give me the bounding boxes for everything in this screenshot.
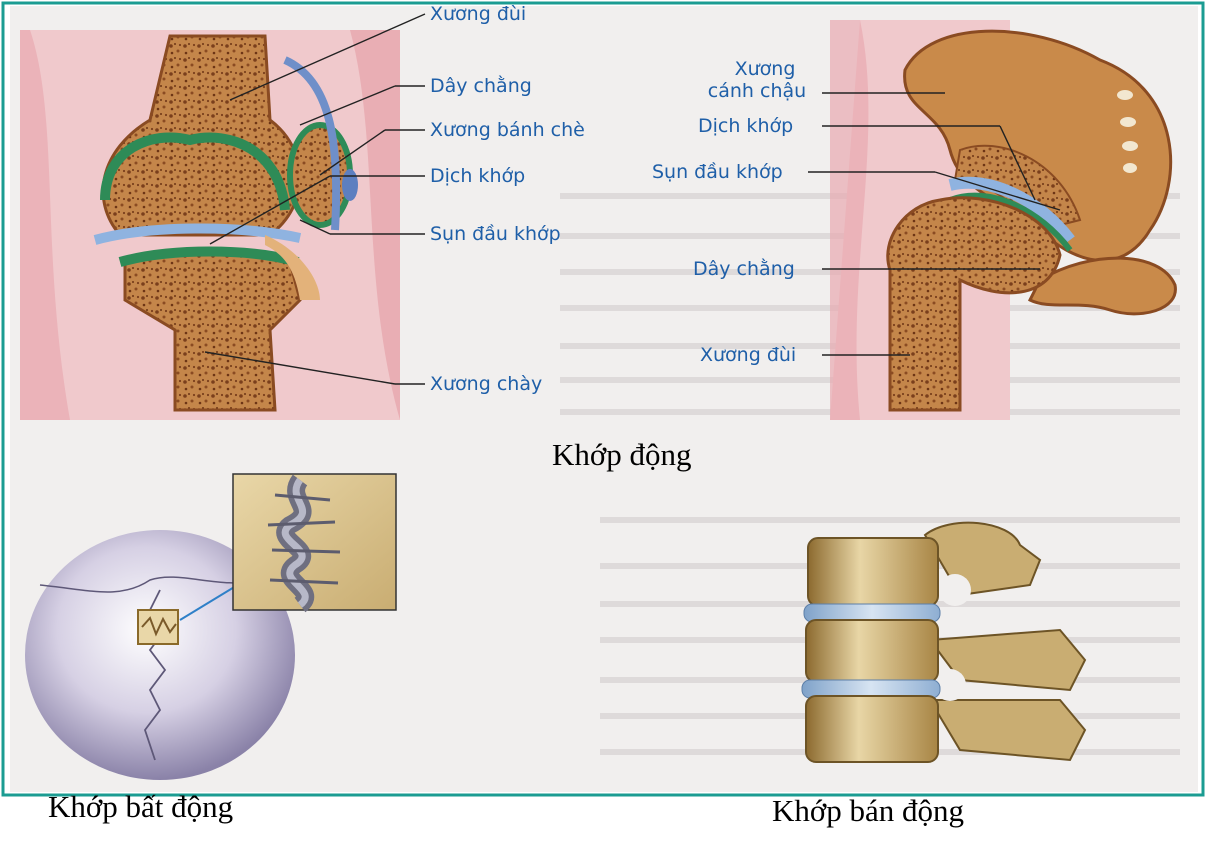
caption-semi-movable-joint: Khớp bán động [772, 793, 964, 829]
label-knee-patella: Xương bánh chè [430, 119, 585, 141]
label-knee-tibia: Xương chày [430, 373, 542, 395]
label-hip-synovial-fluid: Dịch khớp [698, 115, 793, 137]
caption-immovable-joint: Khớp bất động [48, 789, 233, 825]
label-hip-femur: Xương đùi [700, 344, 796, 366]
caption-movable-joint: Khớp động [552, 437, 692, 473]
label-hip-ligament: Dây chằng [693, 258, 795, 280]
knee-joint-illustration [20, 30, 400, 420]
label-hip-ilium-line1: Xương [690, 58, 840, 80]
label-hip-cartilage: Sụn đầu khớp [652, 161, 783, 183]
label-knee-ligament: Dây chằng [430, 75, 532, 97]
label-knee-femur: Xương đùi [430, 3, 526, 25]
label-hip-ilium-line2: cánh chậu [682, 80, 832, 102]
label-knee-synovial-fluid: Dịch khớp [430, 165, 525, 187]
label-knee-cartilage: Sụn đầu khớp [430, 223, 561, 245]
